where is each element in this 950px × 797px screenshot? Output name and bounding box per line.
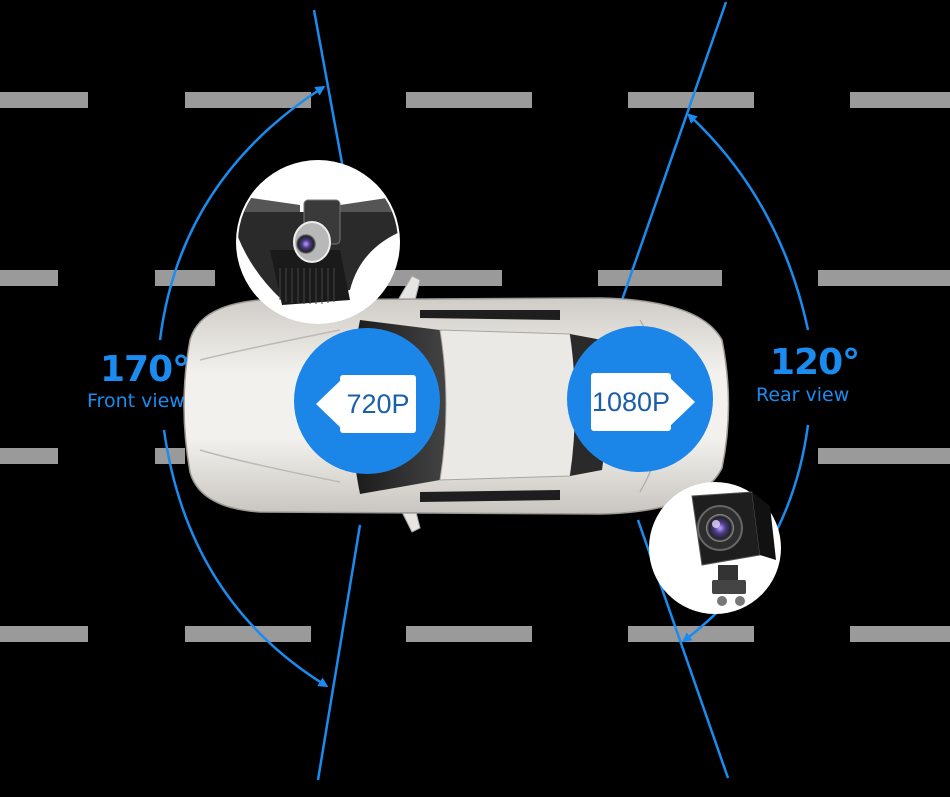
front-view-lines	[312, 9, 362, 781]
lane-stripe	[850, 626, 950, 642]
lane-stripe	[0, 448, 58, 464]
rear-view-label: Rear view	[756, 384, 850, 406]
lane-stripe	[406, 92, 532, 108]
video-camera-icon	[316, 379, 342, 429]
lane-stripe	[406, 626, 532, 642]
front-angle-value: 170°	[100, 349, 190, 390]
rear-angle-value: 120°	[770, 342, 860, 383]
lane-stripe	[818, 270, 950, 286]
front-camera-module	[236, 160, 400, 324]
front-resolution-label: 720P	[340, 375, 416, 433]
lane-stripe	[0, 92, 88, 108]
lane-stripe	[155, 448, 185, 464]
video-camera-icon	[669, 377, 695, 427]
front-angle-arc	[158, 85, 329, 688]
lane-stripe	[0, 626, 88, 642]
front-view-label: Front view	[87, 390, 185, 412]
lane-stripe	[0, 270, 58, 286]
rear-resolution-badge: 1080P	[567, 326, 713, 472]
lane-stripe	[185, 92, 311, 108]
rear-backup-camera	[649, 482, 781, 614]
front-resolution-badge: 720P	[294, 328, 440, 474]
lane-stripe	[155, 270, 215, 286]
lane-stripe	[818, 448, 950, 464]
lane-stripe	[185, 626, 311, 642]
lane-stripe	[850, 92, 950, 108]
rear-resolution-label: 1080P	[591, 373, 671, 431]
